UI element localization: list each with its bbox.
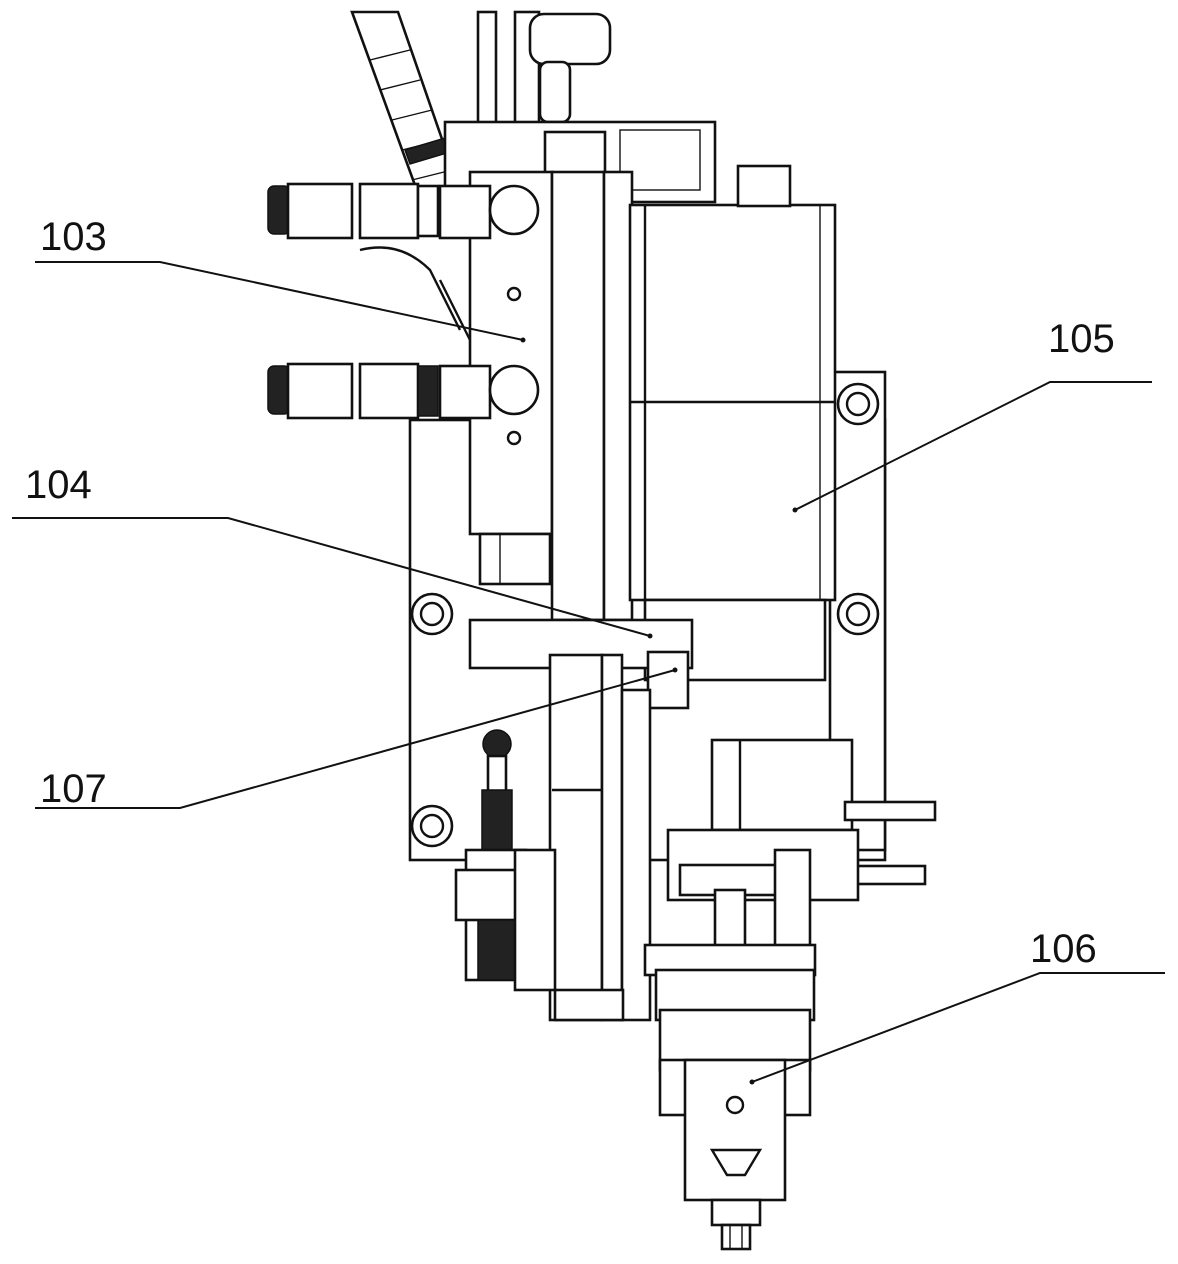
leader-106 bbox=[751, 972, 1165, 1083]
hose-loop bbox=[359, 246, 462, 331]
leader-107 bbox=[35, 669, 676, 809]
pneumatic-fitting-upper bbox=[267, 182, 540, 240]
adjuster-screw bbox=[454, 729, 557, 992]
leader-104 bbox=[12, 517, 651, 637]
gear-mechanism bbox=[643, 738, 937, 977]
callout-103: 103 bbox=[40, 215, 107, 259]
vertical-slider bbox=[548, 650, 690, 1022]
leader-lines bbox=[12, 261, 1165, 1083]
tool-head bbox=[654, 968, 816, 1251]
leader-103 bbox=[35, 261, 524, 341]
callout-104: 104 bbox=[25, 463, 92, 507]
callout-107: 107 bbox=[40, 767, 107, 811]
pneumatic-fitting-lower bbox=[267, 362, 540, 420]
callout-106: 106 bbox=[1030, 927, 1097, 971]
callout-105: 105 bbox=[1048, 317, 1115, 361]
top-rods bbox=[476, 10, 612, 174]
leader-105 bbox=[794, 381, 1152, 511]
motor bbox=[628, 164, 837, 682]
guide-rails bbox=[550, 170, 634, 622]
